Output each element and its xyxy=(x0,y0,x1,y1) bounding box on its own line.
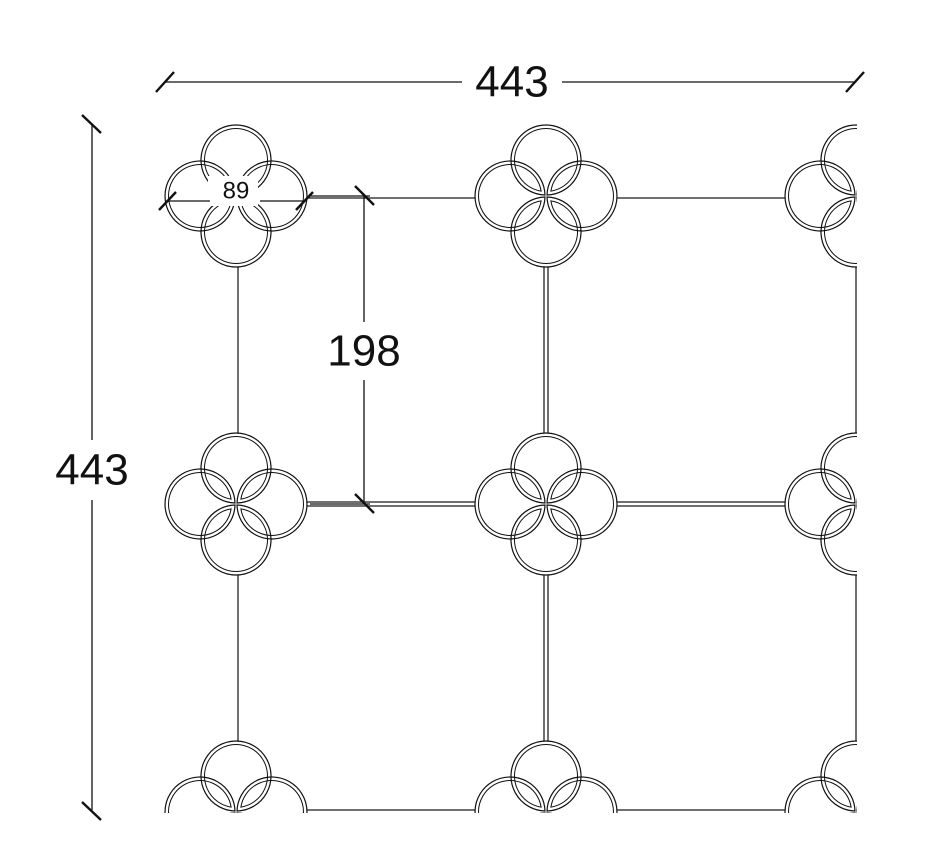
tile-0-1 xyxy=(547,197,857,503)
quatrefoil xyxy=(474,124,618,268)
quatrefoil xyxy=(164,432,308,576)
dimension-tile-size: 198 xyxy=(310,185,401,514)
dimension-top-width: 443 xyxy=(155,58,865,107)
tiles-layer xyxy=(237,0,929,847)
label-overall-width: 443 xyxy=(475,58,548,107)
tile-0-0 xyxy=(237,197,545,503)
label-overall-height: 443 xyxy=(55,446,128,495)
quatrefoil xyxy=(474,432,618,576)
dimension-quatrefoil-width: 89 xyxy=(158,176,314,211)
dimension-left-height: 443 xyxy=(55,114,129,821)
label-tile-size: 198 xyxy=(327,327,400,376)
label-quatrefoil-width: 89 xyxy=(223,178,250,205)
tile-1-0 xyxy=(237,505,545,811)
tile-1-1 xyxy=(547,505,857,811)
